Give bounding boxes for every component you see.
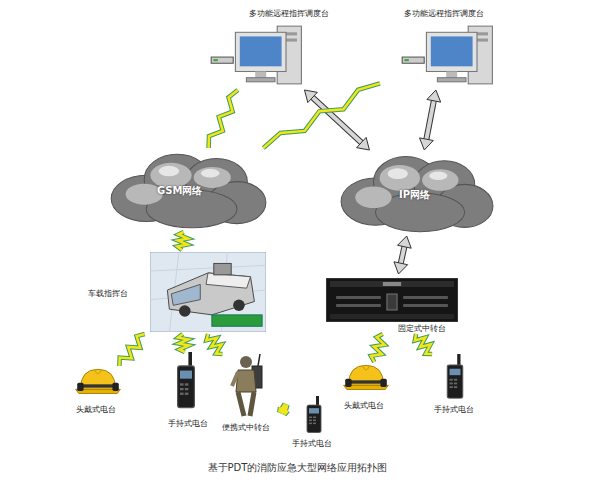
console-icon [400, 22, 510, 88]
arrow-head [304, 90, 317, 103]
arrow-head [357, 137, 370, 150]
console-icon [209, 22, 319, 88]
node-label: GSM网络 [157, 184, 202, 198]
network-link [420, 90, 441, 150]
bolt-outline [209, 90, 238, 148]
wireless-link [209, 90, 238, 148]
bolt-outline [119, 334, 144, 366]
arrow-shaft [401, 246, 405, 264]
arrow-head [420, 138, 434, 150]
bolt-core [177, 232, 188, 250]
helmet-node: 头戴式电台 [70, 366, 126, 420]
handheld-node: 手持式电台 [288, 396, 342, 450]
handheld-icon [444, 354, 466, 400]
vehicle-icon [150, 252, 266, 332]
bolt-outline [178, 334, 189, 352]
helmet-node: 头戴式电台 [338, 362, 394, 416]
wireless-link [206, 334, 222, 354]
vehicle-node: 车载指挥台 [88, 250, 268, 334]
bolt-core [371, 334, 385, 362]
handheld-icon [174, 352, 198, 410]
wireless-link [263, 83, 380, 148]
cloud-node: IP网络 [335, 150, 497, 236]
arrow-head [394, 262, 408, 274]
relay-icon [326, 278, 458, 322]
node-label: 头戴式电台 [76, 404, 116, 415]
node-label: 多功能远程指挥调度台 [249, 8, 329, 19]
wireless-link [371, 334, 385, 362]
bolt-core [415, 334, 432, 354]
bolt-outline [279, 404, 288, 415]
wireless-link [177, 232, 188, 250]
handheld-node: 手持式电台 [162, 352, 216, 430]
arrow-shaft-outline [401, 246, 405, 264]
bolt-outline [177, 232, 188, 250]
bolt-outline [206, 334, 222, 354]
cloud-node: GSM网络 [105, 148, 270, 232]
node-label: 头戴式电台 [344, 400, 384, 411]
arrow-shaft [312, 97, 362, 143]
console-node: 多功能远程指挥调度台 [380, 6, 508, 90]
arrow-head [427, 90, 441, 102]
wireless-link [279, 404, 288, 415]
handheld-icon [304, 396, 324, 434]
node-label: IP网络 [399, 188, 430, 202]
wireless-link [119, 334, 144, 366]
node-label: 手持式电台 [434, 404, 474, 415]
wireless-link [178, 334, 189, 352]
bolt-core [206, 334, 222, 354]
bolt-core [209, 90, 238, 148]
arrow-head [398, 236, 412, 248]
bolt-core [119, 334, 144, 366]
network-link [394, 236, 411, 274]
node-label: 固定式中转台 [398, 323, 446, 334]
arrow-shaft [426, 100, 434, 140]
bolt-outline [371, 334, 385, 362]
bolt-core [178, 334, 189, 352]
handheld-node: 手持式电台 [430, 354, 484, 416]
node-label: 便携式中转台 [222, 422, 270, 433]
bolt-core [279, 404, 288, 415]
bolt-outline [415, 334, 432, 354]
helmet-icon [342, 362, 390, 392]
arrow-shaft-outline [312, 97, 362, 143]
caption: 基于PDT的消防应急大型网络应用拓扑图 [0, 461, 595, 475]
arrow-shaft-outline [426, 100, 434, 140]
node-label: 手持式电台 [168, 418, 208, 429]
relay-node: 固定式中转台 [322, 274, 462, 334]
bolt-outline [263, 83, 380, 148]
node-label: 多功能远程指挥调度台 [404, 8, 484, 19]
console-node: 多功能远程指挥调度台 [195, 6, 323, 90]
node-label: 车载指挥台 [88, 288, 128, 299]
person-icon [228, 354, 268, 418]
helmet-icon [74, 366, 122, 396]
person-node: 便携式中转台 [222, 354, 280, 434]
node-label: 手持式电台 [292, 438, 332, 449]
wireless-link [415, 334, 432, 354]
bolt-core [263, 83, 380, 148]
